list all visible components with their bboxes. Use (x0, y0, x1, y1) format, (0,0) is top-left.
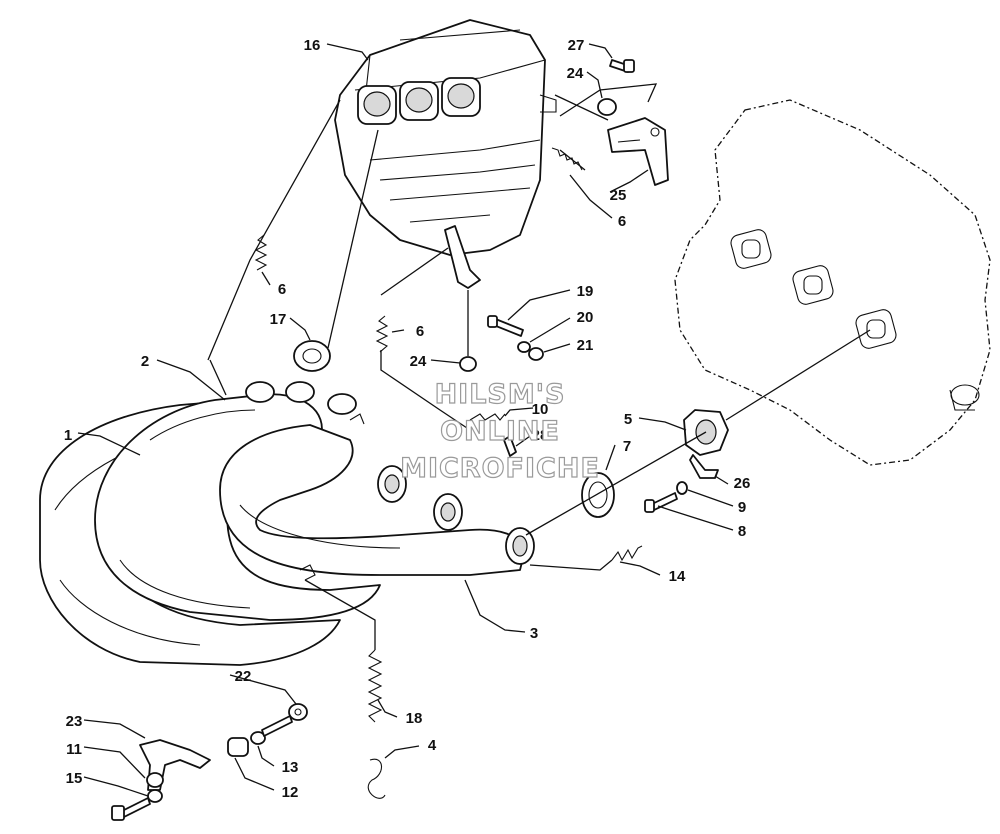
callout-22: 22 (235, 668, 252, 685)
hook-4 (367, 758, 386, 799)
callout-23: 23 (66, 713, 83, 730)
callout-5: 5 (624, 411, 632, 428)
bolt-19 (487, 315, 524, 337)
expansion-chamber-2 (94, 393, 381, 621)
callout-6-top: 6 (618, 213, 626, 230)
callout-16: 16 (304, 37, 321, 54)
callout-11: 11 (66, 741, 82, 758)
spacer-12 (227, 737, 249, 757)
callout-18: 18 (406, 710, 423, 727)
callout-28: 28 (532, 427, 549, 444)
callout-17: 17 (270, 311, 287, 328)
washer-9 (676, 481, 688, 495)
bolt-8 (644, 492, 678, 513)
watermark-line-3: MICROFICHE (400, 453, 600, 484)
header-outlets (245, 381, 463, 531)
seal-ring-7 (581, 472, 615, 518)
callout-4: 4 (428, 737, 437, 754)
callout-7: 7 (623, 438, 631, 455)
air-silencer-box (334, 19, 557, 289)
callout-21: 21 (577, 337, 594, 354)
spring-18 (367, 649, 383, 723)
leader-lines (77, 43, 871, 797)
callout-8: 8 (738, 523, 746, 540)
callout-labels: 1 2 3 4 5 6 6 6 7 8 9 10 11 12 13 14 15 … (64, 37, 751, 801)
bolt-28 (503, 435, 517, 457)
watermark: HILSM'S ONLINE MICROFICHE (399, 378, 600, 484)
spring-14 (611, 545, 643, 562)
grommet-11 (146, 772, 164, 788)
nut-21 (528, 347, 544, 361)
engine-outline (674, 99, 991, 466)
callout-10: 10 (532, 401, 549, 418)
pipe-hooks (299, 413, 365, 581)
grommet-24-top (597, 98, 617, 116)
bushing-13 (250, 731, 266, 745)
callout-27: 27 (568, 37, 585, 54)
watermark-line-2: ONLINE (440, 416, 560, 447)
tail-pipe-3 (219, 424, 535, 576)
washer-20 (517, 341, 531, 353)
bolt-15 (111, 797, 151, 821)
callout-20: 20 (577, 309, 594, 326)
callout-6-middle: 6 (416, 323, 424, 340)
callout-2: 2 (141, 353, 149, 370)
bolt-27 (609, 59, 635, 73)
callout-26: 26 (734, 475, 751, 492)
bracket-26 (689, 454, 719, 479)
mounting-bracket (607, 117, 669, 186)
spring-6-top-right (551, 147, 583, 171)
callout-14: 14 (669, 568, 686, 585)
callout-15: 15 (66, 770, 83, 787)
callout-1: 1 (64, 427, 72, 444)
spring-6-middle (375, 315, 389, 353)
callout-9: 9 (738, 499, 746, 516)
callout-6-left: 6 (278, 281, 286, 298)
washer-15 (147, 789, 163, 803)
callout-13: 13 (282, 759, 299, 776)
callout-12: 12 (282, 784, 299, 801)
seal-17 (293, 340, 331, 372)
watermark-line-1: HILSM'S (435, 379, 566, 410)
callout-19: 19 (577, 283, 594, 300)
callout-24-mid: 24 (410, 353, 427, 370)
spring-6-left (254, 234, 268, 271)
bolt-22 (261, 715, 293, 737)
callout-24-top: 24 (567, 65, 584, 82)
callout-25: 25 (610, 187, 627, 204)
washer-22 (288, 703, 308, 721)
grommet-24-mid (459, 356, 477, 372)
spring-10 (469, 413, 506, 421)
callout-3: 3 (530, 625, 538, 642)
